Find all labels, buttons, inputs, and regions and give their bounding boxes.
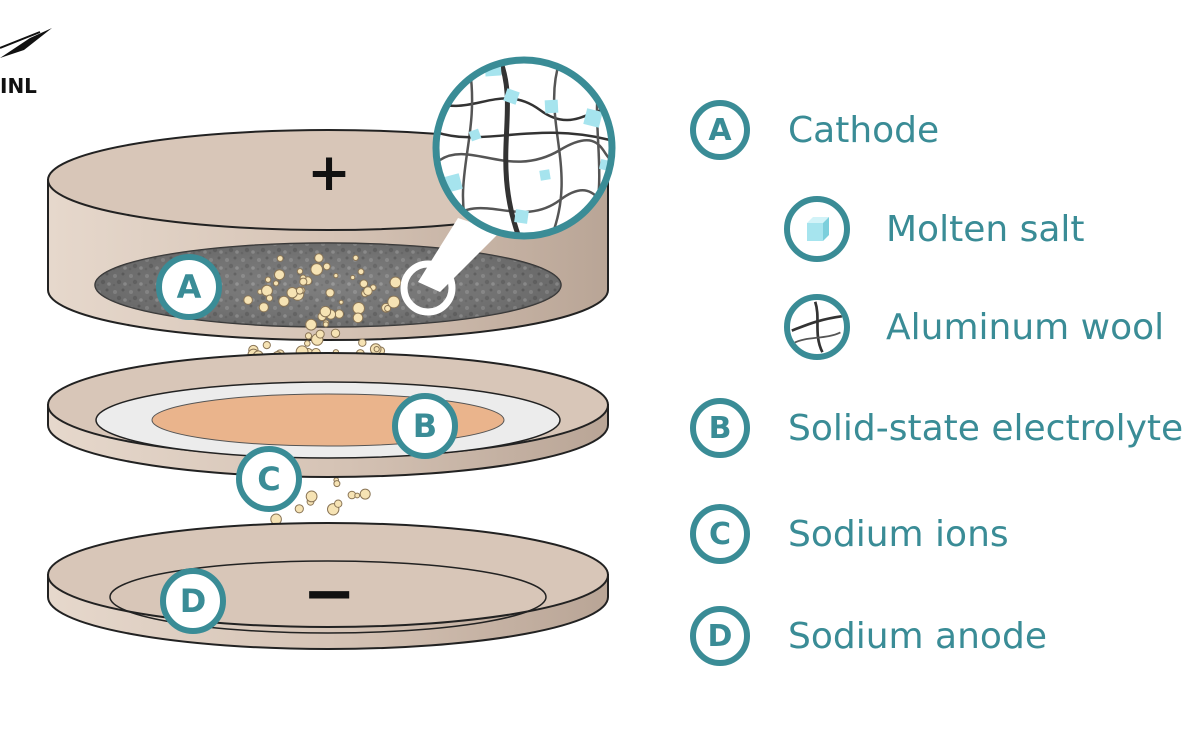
molten-salt-cube — [514, 209, 529, 224]
molten-salt-cube — [583, 108, 603, 128]
cathode-zoom-callout — [400, 56, 616, 316]
sodium-ion-particle — [350, 274, 356, 281]
sodium-ion-particle — [357, 268, 365, 276]
sodium-ion-particle — [384, 305, 392, 312]
anode-terminal-sign: − — [302, 557, 356, 631]
sodium-ion-particle — [310, 263, 324, 276]
sodium-ion-particle — [359, 488, 371, 500]
sodium-ion-particle — [352, 312, 364, 324]
sodium-ion-particle — [322, 321, 329, 328]
cathode-terminal-sign: + — [307, 143, 351, 203]
sodium-ion-particle — [258, 302, 269, 313]
sodium-ion-particle — [325, 288, 335, 298]
molten-salt-cube-icon — [784, 196, 850, 262]
sodium-ion-particle — [330, 328, 341, 338]
legend-item-b: B Solid-state electrolyte — [690, 398, 1183, 458]
sodium-ion-particle — [261, 284, 273, 297]
legend-sub-aluminum-wool: Aluminum wool — [784, 294, 1164, 360]
marker-c: C — [236, 446, 302, 512]
sodium-ion-particle — [338, 299, 344, 305]
molten-salt-cube — [468, 128, 482, 142]
legend-label-aluminum-wool: Aluminum wool — [886, 306, 1165, 348]
legend-label-cathode: Cathode — [788, 109, 940, 151]
sodium-ion-particle — [305, 318, 318, 331]
legend-label-electrolyte: Solid-state electrolyte — [788, 407, 1184, 449]
marker-d: D — [160, 568, 226, 634]
sodium-ion-particle — [333, 273, 339, 279]
sodium-ion-particle — [276, 255, 284, 262]
sodium-ion-particle — [373, 346, 380, 353]
sodium-ion-particle — [299, 277, 308, 286]
sodium-ion-particle — [352, 302, 366, 315]
inl-logo: INL — [0, 74, 37, 98]
marker-b: B — [392, 393, 458, 459]
aluminum-wool-fiber — [548, 60, 563, 236]
legend-label-sodium-ions: Sodium ions — [788, 513, 1009, 555]
legend-label-sodium-anode: Sodium anode — [788, 615, 1047, 657]
legend-badge-d: D — [690, 606, 750, 666]
molten-salt-cube — [539, 169, 551, 181]
sodium-ion-particle — [389, 276, 402, 289]
sodium-ion-particle — [294, 504, 304, 514]
sodium-ion-particle — [295, 286, 304, 295]
legend-badge-b: B — [690, 398, 750, 458]
logo-swoosh — [0, 28, 52, 58]
sodium-ion-particle — [322, 262, 331, 271]
sodium-ion-particle — [333, 480, 341, 488]
molten-salt-cube — [544, 99, 559, 114]
sodium-ion-particle — [304, 332, 313, 340]
legend-label-molten-salt: Molten salt — [886, 208, 1085, 250]
sodium-ion-particle — [264, 276, 272, 283]
sodium-ion-particle — [363, 286, 373, 296]
sodium-ion-particle — [262, 341, 271, 350]
sodium-ion-particle — [272, 280, 280, 287]
legend-item-d: D Sodium anode — [690, 606, 1047, 666]
sodium-ion-particle — [243, 295, 253, 305]
sodium-ion-particle — [352, 254, 359, 261]
sodium-ion-particle — [274, 269, 285, 281]
sodium-ion-particle — [286, 287, 298, 299]
sodium-ion-particle — [354, 492, 361, 499]
aluminum-wool-fiber-icon — [784, 294, 850, 360]
sodium-ion-particle — [387, 295, 401, 309]
sodium-ion-particle — [314, 253, 324, 263]
marker-a: A — [156, 254, 222, 320]
sodium-ion-particle — [334, 499, 343, 508]
sodium-ion-particle — [278, 295, 290, 307]
legend-item-a: A Cathode — [690, 100, 939, 160]
molten-salt-cube — [503, 88, 520, 105]
sodium-ion-particle — [359, 279, 369, 289]
legend-item-c: C Sodium ions — [690, 504, 1009, 564]
aluminum-wool-fiber — [497, 60, 523, 236]
sodium-ion-particle — [265, 294, 274, 302]
sodium-ion-particle — [319, 305, 332, 318]
legend-sub-molten-salt: Molten salt — [784, 196, 1085, 262]
sodium-ion-particle — [296, 268, 304, 275]
electrolyte-disc — [47, 352, 609, 478]
sodium-ion-particle — [334, 309, 344, 319]
legend-badge-a: A — [690, 100, 750, 160]
sodium-ion-particle — [305, 490, 318, 503]
sodium-ion-particle — [304, 340, 311, 347]
legend-badge-c: C — [690, 504, 750, 564]
sodium-ion-particle — [358, 338, 367, 347]
sodium-ion-particle — [315, 329, 325, 339]
aluminum-wool-fiber — [436, 128, 611, 142]
